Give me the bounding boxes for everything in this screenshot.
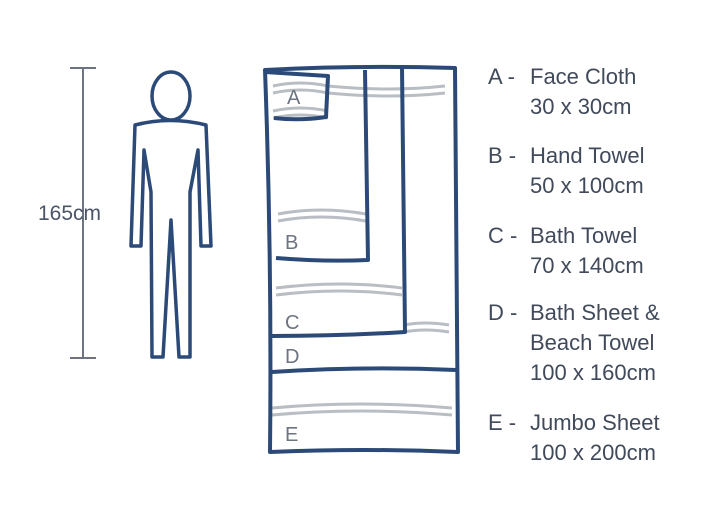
towel-letter-d: D (285, 346, 299, 368)
towel-letter-c: C (285, 312, 299, 334)
legend-item-bath-sheet: D - Bath Sheet & Beach Towel 100 x 160cm (488, 298, 660, 388)
person-height-label: 165cm (38, 202, 102, 225)
towel-letter-a: A (287, 87, 301, 109)
legend-key: D - (488, 300, 518, 325)
towel-stack: A B C D E (263, 64, 460, 454)
towel-letter-b: B (285, 232, 298, 254)
legend-item-name: Bath Towel (530, 223, 638, 248)
towel-e-outline (263, 64, 460, 454)
legend-item-jumbo-sheet: E - Jumbo Sheet 100 x 200cm (488, 408, 660, 468)
towel-c-outline (271, 67, 407, 338)
legend-item-name: Face Cloth (530, 64, 637, 89)
towel-a-outline (264, 70, 330, 122)
legend-item-size: 70 x 140cm (530, 253, 644, 278)
legend-item-size: 50 x 100cm (530, 173, 644, 198)
towel-stripes (271, 81, 453, 417)
legend-item-name: Hand Towel (530, 143, 645, 168)
legend-item-hand-towel: B - Hand Towel 50 x 100cm (488, 141, 645, 201)
height-scale (70, 67, 96, 359)
towel-letter-e: E (285, 424, 298, 446)
legend-item-bath-towel: C - Bath Towel 70 x 140cm (488, 221, 644, 281)
legend-item-face-cloth: A - Face Cloth 30 x 30cm (488, 62, 636, 122)
person-figure (129, 70, 213, 359)
legend-item-size: 30 x 30cm (530, 94, 632, 119)
towel-b-outline (275, 69, 370, 263)
legend-item-name: Bath Sheet & (530, 300, 660, 325)
legend-item-size: 100 x 200cm (530, 440, 656, 465)
legend-key: B - (488, 143, 517, 168)
towel-d-divider (271, 366, 457, 374)
legend-key: E - (488, 410, 517, 435)
legend-item-name: Jumbo Sheet (530, 410, 660, 435)
legend-key: A - (488, 64, 515, 89)
legend-item-name-cont: Beach Towel (530, 330, 655, 355)
legend-item-size: 100 x 160cm (530, 360, 656, 385)
legend-key: C - (488, 223, 518, 248)
